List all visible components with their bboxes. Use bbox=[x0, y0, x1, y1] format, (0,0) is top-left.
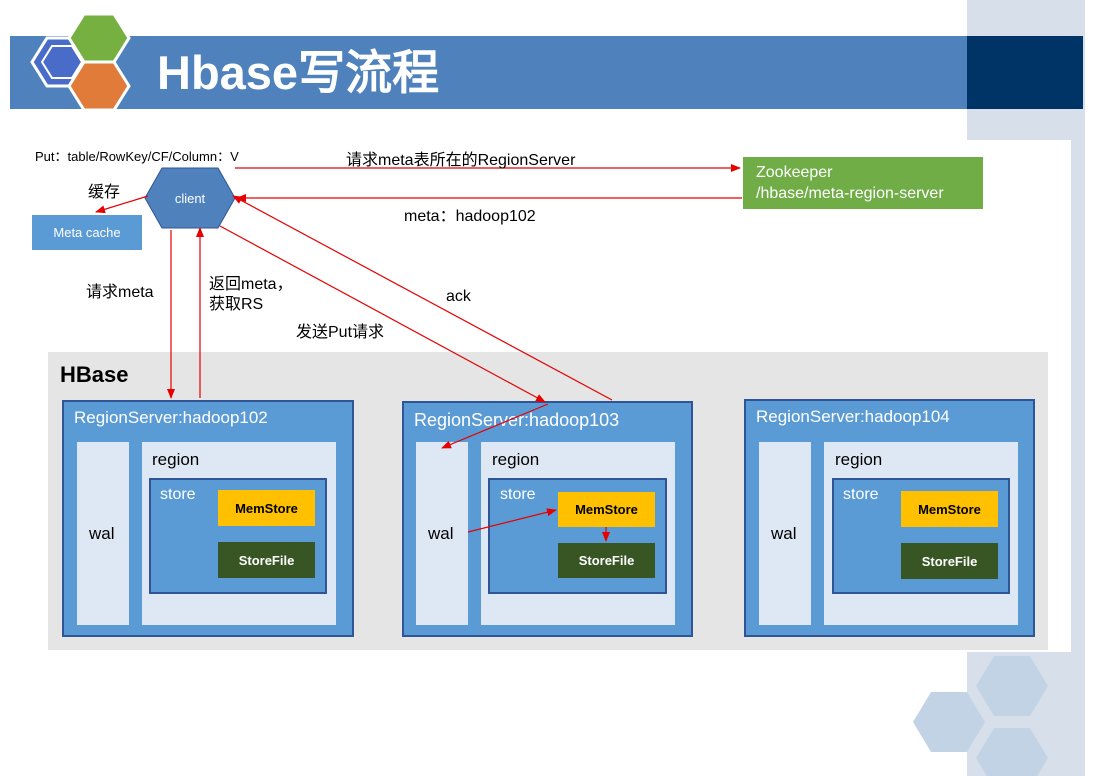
storefile-block: StoreFile bbox=[901, 543, 998, 579]
wal-label: wal bbox=[771, 524, 797, 543]
send-put-label: 发送Put请求 bbox=[296, 324, 385, 341]
region-label: region bbox=[835, 450, 883, 469]
wal-label: wal bbox=[428, 524, 454, 543]
meta-reply-label: meta：hadoop102 bbox=[404, 208, 536, 225]
zookeeper-node: Zookeeper /hbase/meta-region-server bbox=[743, 157, 983, 209]
memstore-block: MemStore bbox=[558, 492, 655, 527]
put-command-label: Put：table/RowKey/CF/Column：V bbox=[35, 149, 239, 164]
storefile-block: StoreFile bbox=[558, 543, 655, 578]
cache-label: 缓存 bbox=[88, 184, 121, 201]
region-server-label: RegionServer:hadoop104 bbox=[756, 407, 950, 426]
region-label: region bbox=[492, 450, 540, 469]
storefile-block: StoreFile bbox=[218, 542, 315, 578]
wal-box bbox=[759, 442, 811, 625]
get-rs-label: 获取RS bbox=[209, 296, 264, 313]
client-label: client bbox=[174, 190, 206, 206]
request-meta-rs-label: 请求meta表所在的RegionServer bbox=[346, 152, 576, 169]
wal-label: wal bbox=[89, 524, 115, 543]
store-label: store bbox=[500, 486, 536, 503]
title-bar bbox=[10, 36, 1083, 109]
memstore-block: MemStore bbox=[218, 490, 315, 526]
ack-label: ack bbox=[446, 288, 471, 305]
title-bar-accent bbox=[967, 36, 1083, 109]
zookeeper-path: /hbase/meta-region-server bbox=[756, 185, 944, 202]
meta-cache-box: Meta cache bbox=[32, 215, 142, 250]
wal-box bbox=[77, 442, 129, 625]
hbase-label: HBase bbox=[60, 362, 129, 387]
region-label: region bbox=[152, 450, 200, 469]
store-label: store bbox=[843, 486, 879, 503]
region-server-label: RegionServer:hadoop103 bbox=[414, 410, 620, 430]
zookeeper-label: Zookeeper bbox=[756, 164, 833, 181]
region-server-label: RegionServer:hadoop102 bbox=[74, 408, 268, 427]
memstore-block: MemStore bbox=[901, 491, 998, 527]
slide-title: Hbase写流程 bbox=[157, 46, 440, 99]
request-meta-label: 请求meta bbox=[86, 284, 154, 301]
return-meta-label: 返回meta， bbox=[209, 276, 293, 293]
store-label: store bbox=[160, 486, 196, 503]
wal-box bbox=[416, 442, 468, 625]
